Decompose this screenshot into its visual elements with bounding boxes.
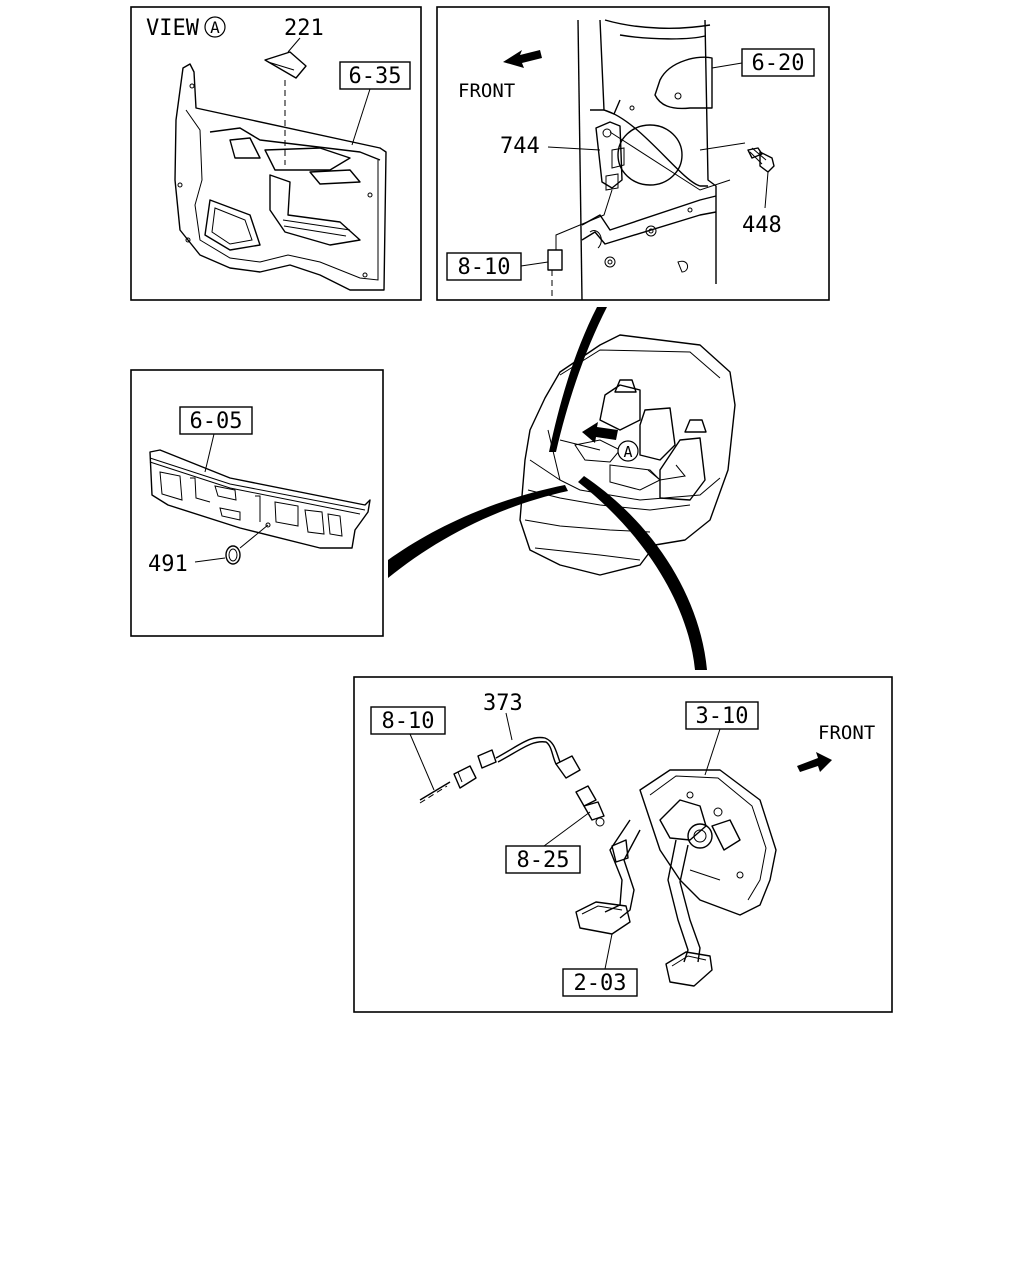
label-6-05: 6-05 (190, 409, 243, 434)
ref-box-8-10-top (446, 252, 522, 281)
label-3-10: 3-10 (696, 704, 749, 729)
ref-box-8-25 (505, 845, 581, 874)
front-label-bottom: FRONT (818, 722, 875, 744)
label-221: 221 (284, 16, 324, 41)
ref-box-6-05 (179, 406, 253, 435)
label-744: 744 (500, 134, 540, 159)
label-8-10-bottom: 8-10 (382, 709, 435, 734)
front-arrow-icon (503, 50, 542, 68)
label-8-10-top: 8-10 (458, 255, 511, 280)
part-373-harness (419, 736, 581, 804)
callout-curve-bottom (578, 476, 707, 670)
part-221-clip (264, 51, 307, 79)
part-744-switch (555, 121, 625, 250)
panel-dash: 6-05 491 (130, 369, 384, 637)
label-6-20: 6-20 (752, 51, 805, 76)
callout-curve-top (549, 307, 607, 452)
pedal-assembly (575, 769, 777, 987)
panel-pedal: 8-10 373 8-25 (353, 676, 893, 1013)
label-2-03: 2-03 (574, 971, 627, 996)
label-448: 448 (742, 213, 782, 238)
cab-overview: A (388, 307, 736, 670)
ref-box-6-35 (339, 61, 411, 90)
front-arrow-bottom-icon (797, 752, 832, 772)
dash-panel-part (149, 449, 371, 549)
panel-view-a: VIEW A 221 6-35 (130, 6, 422, 301)
view-heading: VIEW (146, 16, 200, 41)
view-a-circle-letter: A (210, 18, 220, 37)
callout-curve-left (388, 485, 568, 578)
front-label: FRONT (458, 80, 515, 102)
part-491-grommet (225, 545, 241, 565)
pedal-switch (575, 785, 605, 827)
view-arrow-icon (582, 422, 618, 443)
label-6-35: 6-35 (349, 64, 402, 89)
view-a-circle (204, 16, 226, 38)
ref-box-6-20 (741, 48, 815, 77)
label-8-25: 8-25 (517, 848, 570, 873)
part-448-bolt (747, 147, 775, 173)
pillar-structure (577, 19, 717, 301)
ref-box-8-10-bottom (370, 706, 446, 735)
ref-box-3-10 (685, 701, 759, 730)
cab-circle-letter: A (623, 443, 632, 461)
connector-icon (547, 249, 563, 271)
ref-box-2-03 (562, 968, 638, 997)
cab-circle-a (617, 440, 639, 462)
label-491: 491 (148, 552, 188, 577)
label-373: 373 (483, 691, 523, 716)
door-trim-panel (174, 63, 387, 291)
panel-switch: FRONT (436, 6, 830, 301)
